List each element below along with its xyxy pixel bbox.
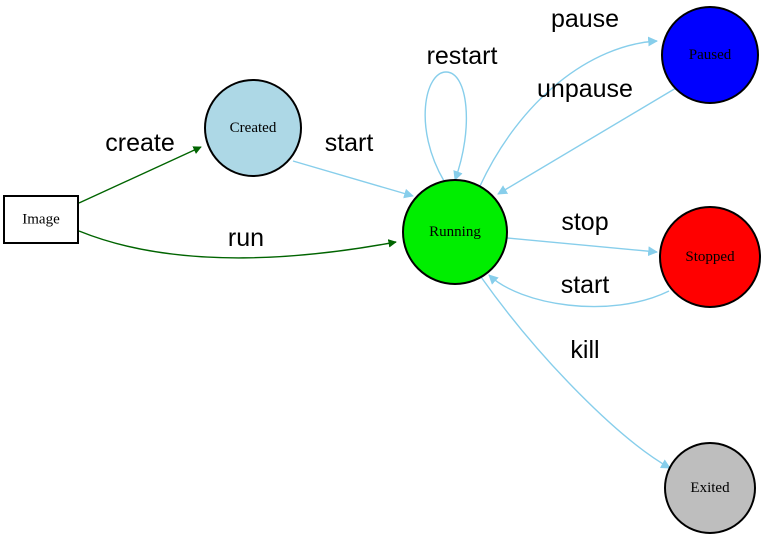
node-shape-exited[interactable]	[664, 442, 756, 534]
node-shape-running[interactable]	[402, 179, 508, 285]
edge-label-pause: pause	[551, 5, 619, 33]
node-exited[interactable]: Exited	[664, 442, 756, 534]
node-label-stopped: Stopped	[685, 249, 735, 265]
edges-layer	[78, 36, 677, 469]
edge-label-stop: stop	[561, 208, 608, 236]
node-shape-image[interactable]	[3, 195, 79, 244]
edge-label-unpause: unpause	[537, 75, 633, 103]
node-running[interactable]: Running	[402, 179, 508, 285]
edge-label-start-stopped: start	[561, 271, 610, 299]
edge-label-start-created: start	[325, 129, 374, 157]
edge-create[interactable]	[78, 146, 202, 204]
edge-restart[interactable]	[424, 71, 468, 182]
edge-pause[interactable]	[479, 36, 658, 187]
node-label-created: Created	[230, 120, 277, 136]
node-shape-created[interactable]	[204, 79, 302, 177]
edge-labels-layer: create run start restart pause unpause stop sta…	[105, 5, 633, 364]
node-paused[interactable]: Paused	[661, 6, 759, 104]
edge-label-restart: restart	[427, 42, 498, 70]
node-shape-paused[interactable]	[661, 6, 759, 104]
node-shape-stopped[interactable]	[659, 206, 761, 308]
edge-stop[interactable]	[506, 237, 658, 257]
edge-label-kill: kill	[570, 336, 599, 364]
edge-kill[interactable]	[480, 276, 671, 469]
node-stopped[interactable]: Stopped	[659, 206, 761, 308]
edge-start-created[interactable]	[292, 160, 414, 199]
node-image[interactable]: Image	[3, 195, 79, 244]
node-label-running: Running	[429, 224, 481, 240]
node-label-exited: Exited	[690, 480, 730, 496]
edge-label-create: create	[105, 129, 174, 157]
edge-run[interactable]	[78, 230, 397, 259]
edge-start-stopped[interactable]	[488, 274, 670, 308]
node-label-image: Image	[22, 212, 60, 228]
node-created[interactable]: Created	[204, 79, 302, 177]
edge-unpause[interactable]	[497, 87, 677, 195]
edge-label-run: run	[228, 224, 264, 252]
node-label-paused: Paused	[689, 47, 732, 63]
